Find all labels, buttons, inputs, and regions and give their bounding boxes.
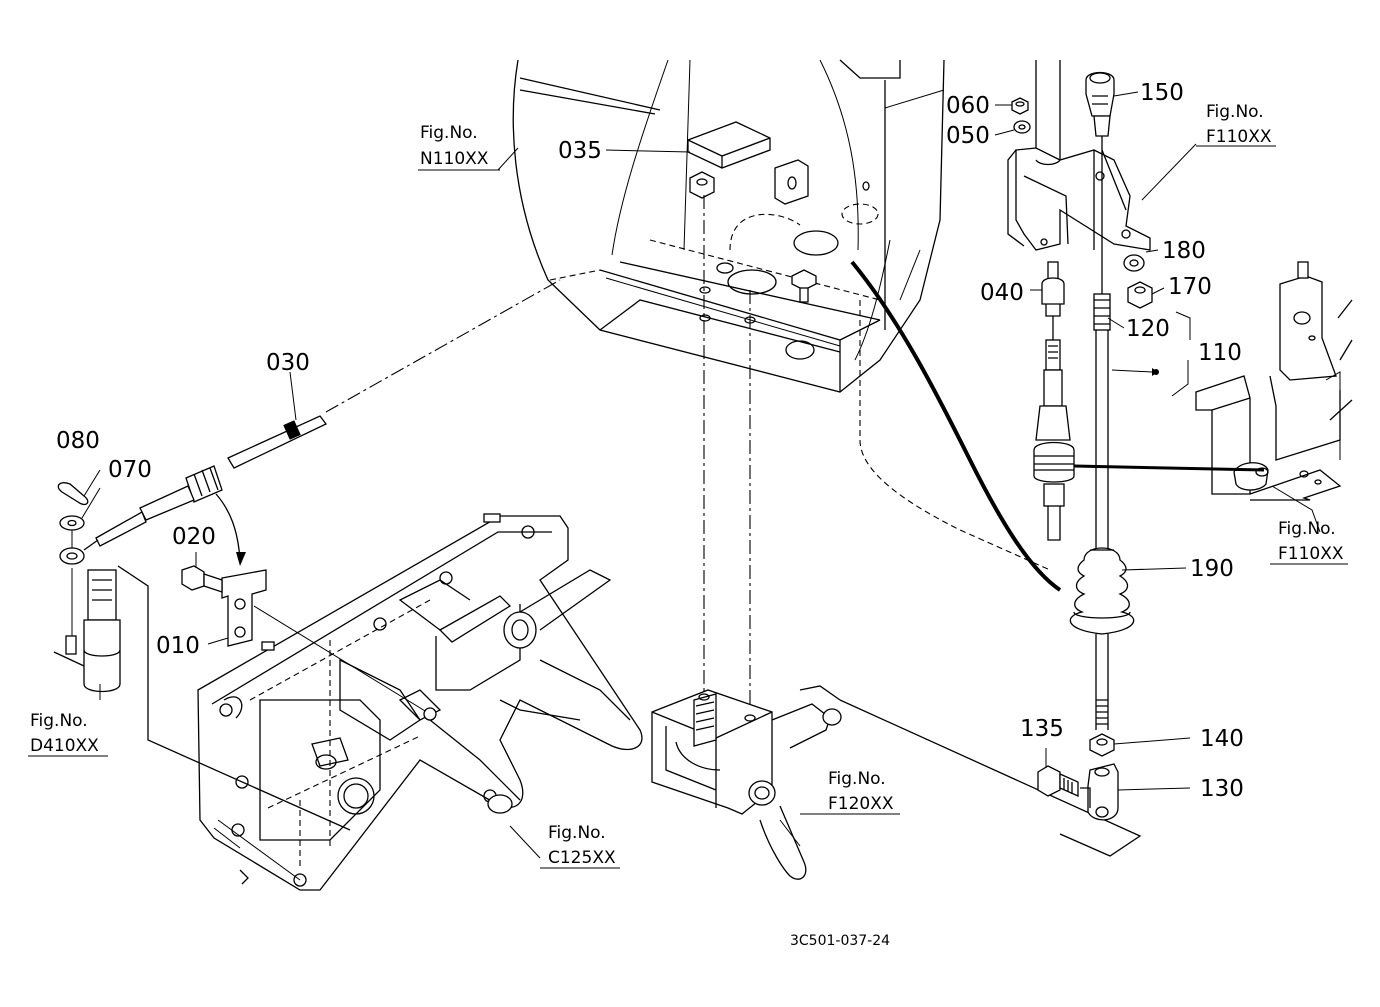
bracket-f110xx-right bbox=[1195, 261, 1353, 501]
plate-035 bbox=[687, 121, 771, 169]
control-cable bbox=[850, 260, 1062, 592]
fig-ref-f110xx-right: Fig.No. F110XX bbox=[1270, 519, 1348, 565]
part-label-135: 135 bbox=[1020, 716, 1064, 742]
clip-bracket bbox=[774, 159, 809, 205]
part-label-080: 080 bbox=[56, 428, 100, 454]
fig-ref-c125xx: Fig.No. C125XX bbox=[540, 823, 620, 869]
lever-bracket-upper bbox=[1007, 60, 1151, 251]
svg-text:Fig.No.: Fig.No. bbox=[30, 711, 88, 731]
part-label-050: 050 bbox=[946, 123, 990, 149]
svg-text:F110XX: F110XX bbox=[1278, 544, 1344, 564]
link-line bbox=[1073, 464, 1265, 472]
svg-text:Fig.No.: Fig.No. bbox=[828, 769, 886, 789]
reference-dot bbox=[1153, 369, 1159, 375]
svg-text:Fig.No.: Fig.No. bbox=[548, 823, 606, 843]
part-label-150: 140 bbox=[1200, 726, 1244, 752]
nut-150 bbox=[1089, 733, 1115, 757]
part-label-030: 030 bbox=[266, 350, 310, 376]
part-label-130: 130 bbox=[1200, 776, 1244, 802]
shaft-d410xx bbox=[53, 565, 351, 831]
svg-text:F120XX: F120XX bbox=[828, 794, 894, 814]
tractor-housing-outline bbox=[512, 59, 945, 393]
cable-routing-hidden bbox=[859, 300, 1051, 571]
svg-text:F110XX: F110XX bbox=[1206, 127, 1272, 147]
pin-135 bbox=[1037, 765, 1079, 798]
bolt-right bbox=[791, 269, 817, 303]
nut-top bbox=[689, 171, 715, 199]
part-label-035: 035 bbox=[558, 138, 602, 164]
bolt-020 bbox=[181, 565, 223, 593]
part-label-170: 170 bbox=[1168, 274, 1212, 300]
fig-ref-f110xx-top: Fig.No. F110XX bbox=[1196, 102, 1276, 147]
part-label-180: 180 bbox=[1162, 238, 1206, 264]
cable-end-040 bbox=[1033, 261, 1075, 541]
svg-text:Fig.No.: Fig.No. bbox=[420, 123, 478, 143]
part-label-110: 110 bbox=[1198, 340, 1242, 366]
drawing-code: 3C501-037-24 bbox=[790, 933, 890, 949]
part-label-010: 010 bbox=[156, 633, 200, 659]
svg-text:D410XX: D410XX bbox=[30, 736, 99, 756]
pin-080 bbox=[57, 482, 89, 506]
bracket-010 bbox=[221, 569, 267, 647]
fig-ref-d410xx: Fig.No. D410XX bbox=[28, 711, 108, 757]
part-label-190: 190 bbox=[1190, 556, 1234, 582]
svg-text:Fig.No.: Fig.No. bbox=[1206, 102, 1264, 122]
svg-text:Fig.No.: Fig.No. bbox=[1278, 519, 1336, 539]
part-label-140: 150 bbox=[1140, 80, 1184, 106]
fig-ref-n110xx: Fig.No. N110XX bbox=[418, 123, 500, 171]
washer-180 bbox=[1123, 254, 1145, 272]
part-label-040: 040 bbox=[980, 280, 1024, 306]
part-label-020: 020 bbox=[172, 524, 216, 550]
part-label-060: 060 bbox=[946, 93, 990, 119]
svg-text:N110XX: N110XX bbox=[420, 149, 489, 169]
leader-lines bbox=[81, 91, 1321, 859]
rod-110 bbox=[1093, 150, 1111, 548]
rubber-boot-190 bbox=[1069, 547, 1135, 635]
part-label-070: 070 bbox=[108, 457, 152, 483]
bracket-f120xx bbox=[651, 685, 1142, 880]
cable-030 bbox=[59, 279, 561, 566]
washer-070 bbox=[59, 515, 85, 531]
fig-ref-f120xx: Fig.No. F120XX bbox=[800, 769, 900, 815]
nut-170 bbox=[1127, 281, 1153, 309]
rod-end-140 bbox=[1085, 71, 1127, 211]
part-label-120: 120 bbox=[1126, 316, 1170, 342]
threaded-rod-lower bbox=[1095, 634, 1109, 730]
washer-050 bbox=[1013, 120, 1031, 134]
nut-060 bbox=[1011, 97, 1029, 115]
svg-text:C125XX: C125XX bbox=[548, 848, 616, 868]
transmission-case-c125xx bbox=[197, 513, 643, 891]
